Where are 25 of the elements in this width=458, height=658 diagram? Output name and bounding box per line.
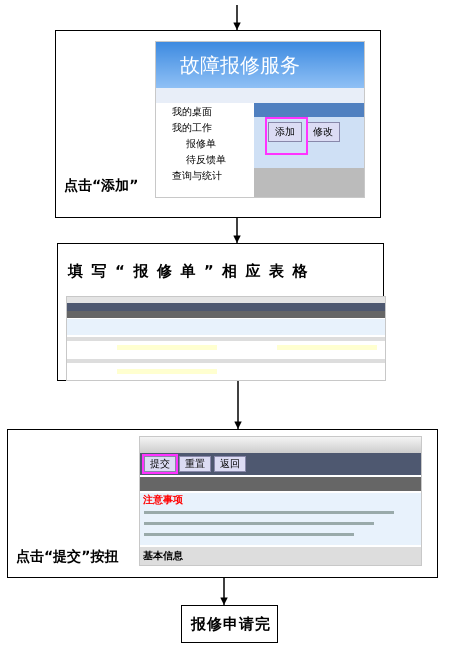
step-box (57, 243, 384, 381)
arrow (233, 5, 241, 30)
notice-heading: 注意事项 (143, 493, 183, 507)
step-box (7, 429, 438, 578)
step-label: 点击“提交”按扭 (16, 548, 118, 566)
step-box (181, 605, 278, 643)
reset-button: 重置 (179, 456, 211, 472)
back-button: 返回 (214, 456, 246, 472)
edit-button: 修改 (306, 122, 340, 142)
menu-item: 我的桌面 (172, 106, 212, 119)
page-title: 故障报修服务 (180, 52, 300, 79)
menu-item: 查询与统计 (172, 170, 222, 183)
step-box (55, 30, 381, 218)
arrow (233, 218, 241, 243)
section-heading: 基本信息 (143, 550, 183, 563)
arrow (234, 381, 242, 429)
add-button: 添加 (268, 122, 302, 142)
step-label: 填写“报修单”相应表格 (68, 262, 316, 281)
arrow (220, 578, 228, 605)
menu-item: 报修单 (186, 138, 216, 151)
menu-item: 我的工作 (172, 122, 212, 135)
submit-button: 提交 (144, 456, 176, 472)
step-label: 点击“添加” (64, 177, 138, 195)
step-label: 报修申请完 (191, 615, 271, 634)
menu-item: 待反馈单 (186, 154, 226, 167)
